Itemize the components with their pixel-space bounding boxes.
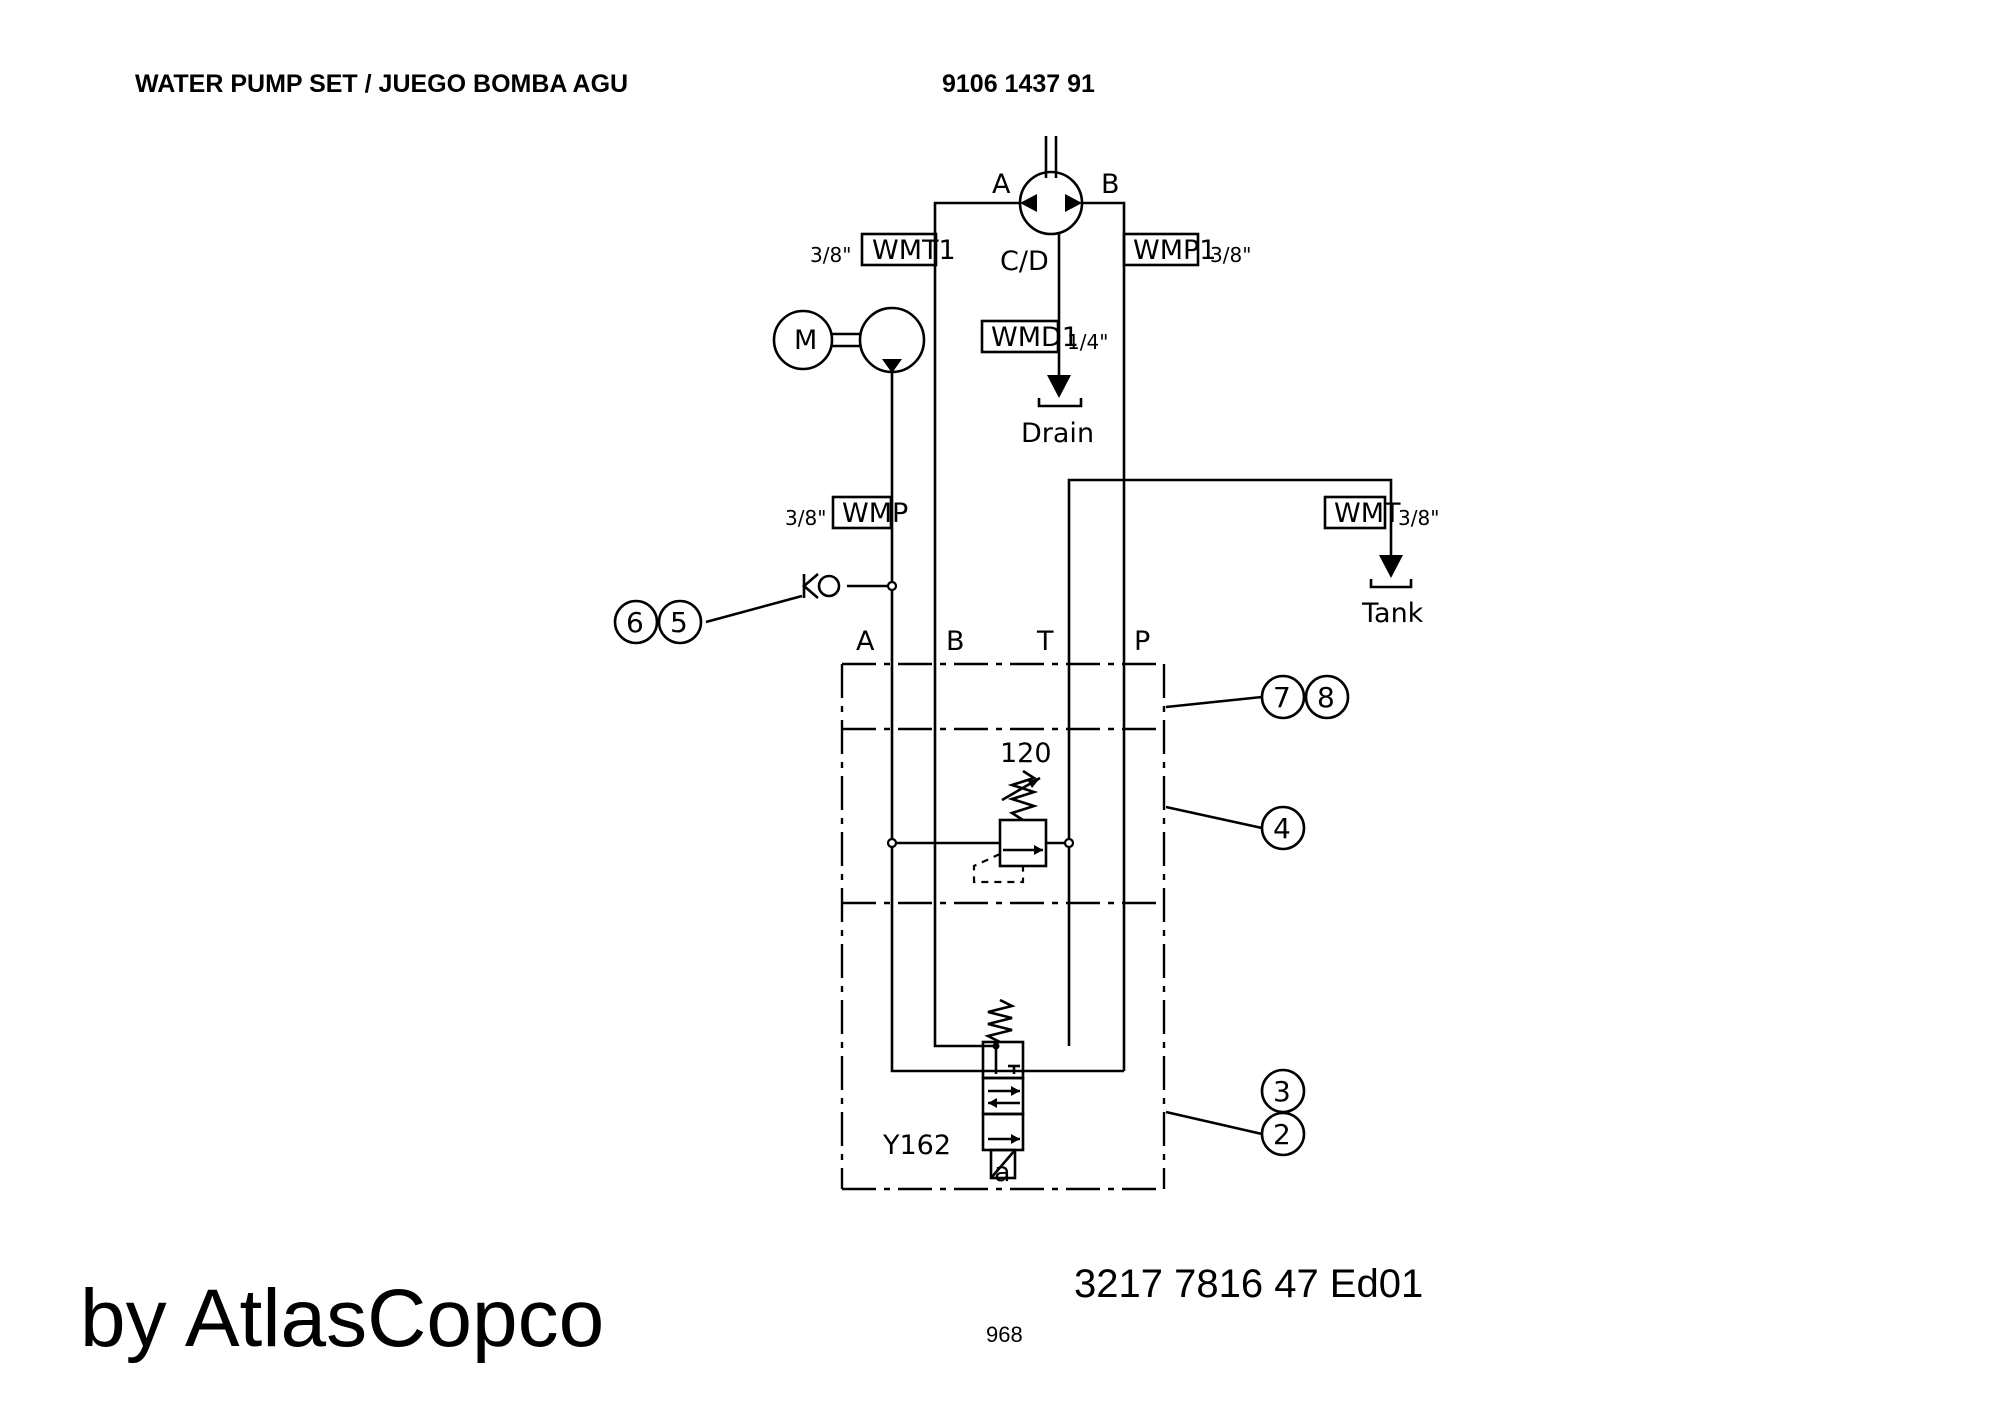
motor-port-b-label: B [1101,169,1120,200]
page-number: 968 [986,1322,1023,1347]
port-wmd1: WMD1 1/4" [980,319,1108,354]
motor-arrow-left [1020,194,1037,212]
port-wmt-name: WMT [1334,498,1401,529]
junction-dot [886,580,898,592]
tank-symbol [1369,555,1413,589]
port-wmt1: WMT1 3/8" [810,232,956,267]
port-wmd1-size: 1/4" [1067,330,1108,354]
junction-dot [886,837,898,849]
svg-text:6: 6 [626,606,644,639]
document-number: 3217 7816 47 Ed01 [1074,1262,1424,1306]
relief-valve [972,769,1048,884]
block-port-b-label: B [946,626,965,657]
main-lines [847,201,1393,1073]
solenoid-valve [981,998,1025,1180]
item-bubble: 6 5 [613,599,703,645]
coupling-shaft [832,332,860,348]
motor-drain-port-label: C/D [1000,246,1049,277]
brand-watermark: by AtlasCopco [80,1273,605,1364]
hydraulic-motor [1018,136,1084,236]
svg-text:5: 5 [670,606,688,639]
port-wmp1-size: 3/8" [1210,243,1251,267]
motor-symbol-label: M [794,325,817,356]
block-port-t-label: T [1036,626,1054,657]
block-port-a-label: A [856,626,875,657]
svg-text:8: 8 [1317,681,1335,714]
port-wmp-size: 3/8" [785,506,826,530]
item-bubble: 3 2 [1165,1068,1306,1157]
port-wmp1-name: WMP1 [1133,235,1216,266]
leader-line [705,594,803,624]
solenoid-side-label: a [994,1157,1011,1188]
drain-symbol [1037,375,1083,408]
port-wmt-size: 3/8" [1398,506,1439,530]
motor-arrow-right [1065,194,1082,212]
port-wmp-name: WMP [842,498,908,529]
item-bubble: 4 [1165,805,1306,851]
solenoid-name-label: Y162 [882,1130,951,1161]
port-wmt1-size: 3/8" [810,243,851,267]
motor-port-a-label: A [992,169,1011,200]
water-pump [858,306,926,374]
port-wmt: WMT 3/8" [1323,495,1439,530]
svg-text:3: 3 [1273,1075,1291,1108]
header-title: WATER PUMP SET / JUEGO BOMBA AGU [135,70,629,98]
svg-text:7: 7 [1273,681,1291,714]
block-port-p-label: P [1134,626,1150,657]
junction-dot [992,1042,1000,1050]
valve-block [840,662,1166,1191]
svg-text:2: 2 [1273,1118,1291,1151]
check-valve [802,573,841,599]
item-bubble: 7 8 [1165,674,1350,720]
port-wmp1: WMP1 3/8" [1122,232,1251,267]
port-wmd1-name: WMD1 [991,322,1079,353]
junction-dot [1063,837,1075,849]
svg-text:4: 4 [1273,812,1291,845]
header-part-number: 9106 1437 91 [942,70,1095,98]
drain-label: Drain [1021,418,1094,449]
relief-setting-label: 120 [1000,738,1052,769]
port-wmt1-name: WMT1 [872,235,956,266]
tank-label: Tank [1361,598,1424,629]
port-wmp: WMP 3/8" [785,495,908,530]
electric-motor: M [772,309,834,371]
